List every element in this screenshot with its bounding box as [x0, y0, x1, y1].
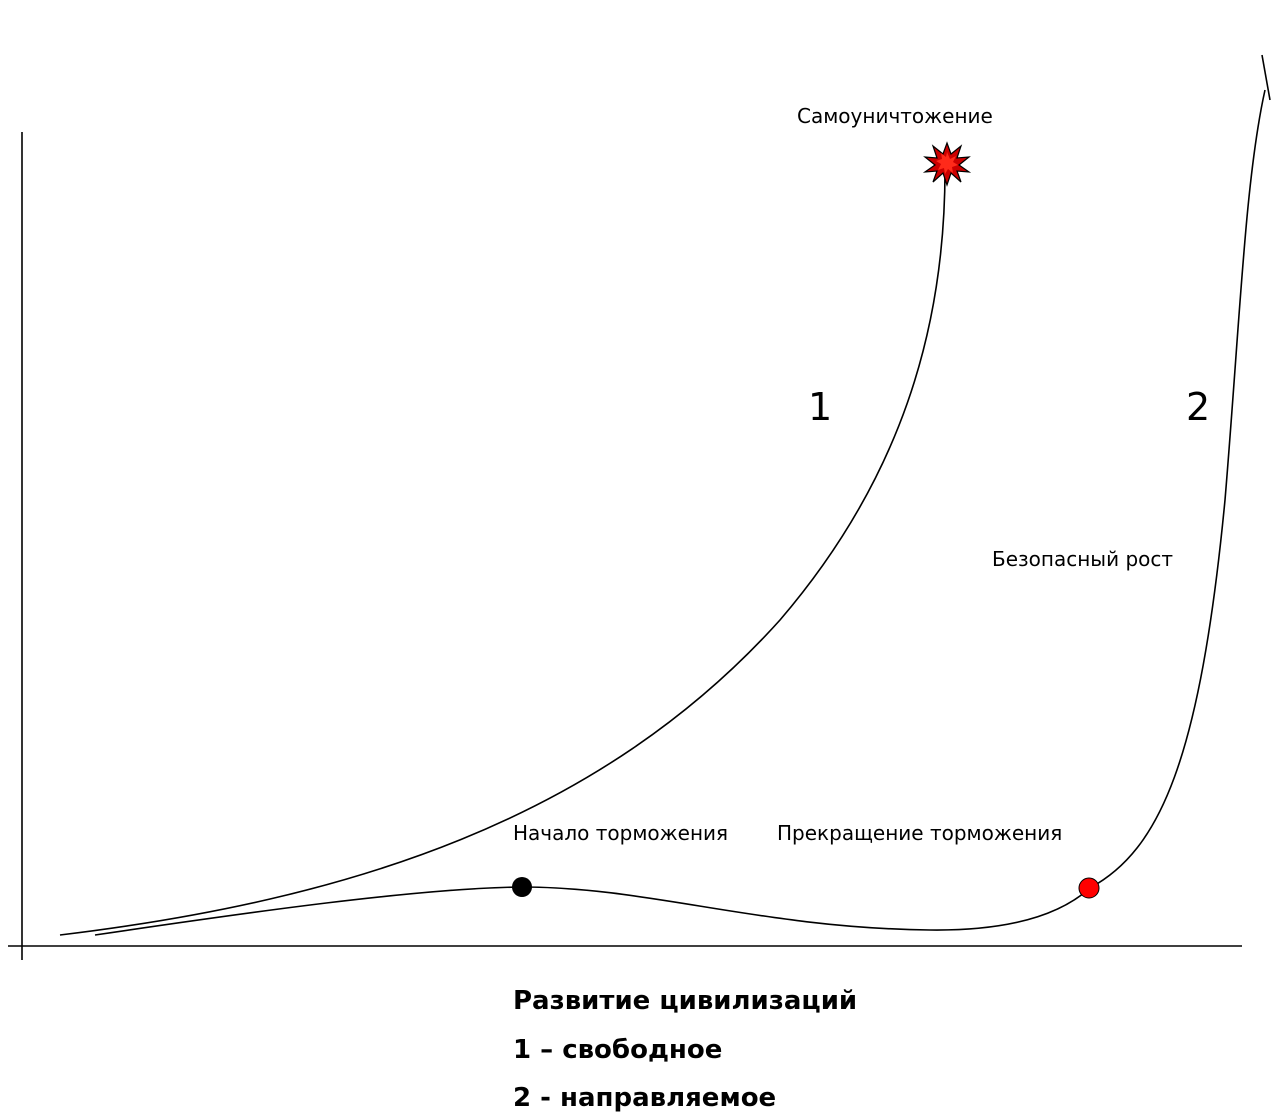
braking-start-label: Начало торможения — [513, 821, 729, 845]
curve-1-label: 1 — [808, 385, 833, 429]
curve-free-development — [59, 169, 946, 936]
braking-stop-marker — [1078, 877, 1100, 899]
curve-guided-development-tick — [1261, 54, 1271, 101]
self-destruction-label: Самоуничтожение — [797, 104, 993, 128]
caption-line-1: 1 – свободное — [513, 1035, 723, 1065]
braking-stop-label: Прекращение торможения — [777, 821, 1063, 845]
caption-title: Развитие цивилизаций — [513, 986, 858, 1016]
curve-2-label: 2 — [1186, 385, 1211, 429]
braking-start-marker — [512, 877, 532, 897]
safe-growth-label: Безопасный рост — [992, 547, 1174, 571]
curve-guided-development — [94, 89, 1266, 936]
caption-line-2: 2 - направляемое — [513, 1083, 777, 1113]
explosion-icon — [922, 141, 972, 187]
